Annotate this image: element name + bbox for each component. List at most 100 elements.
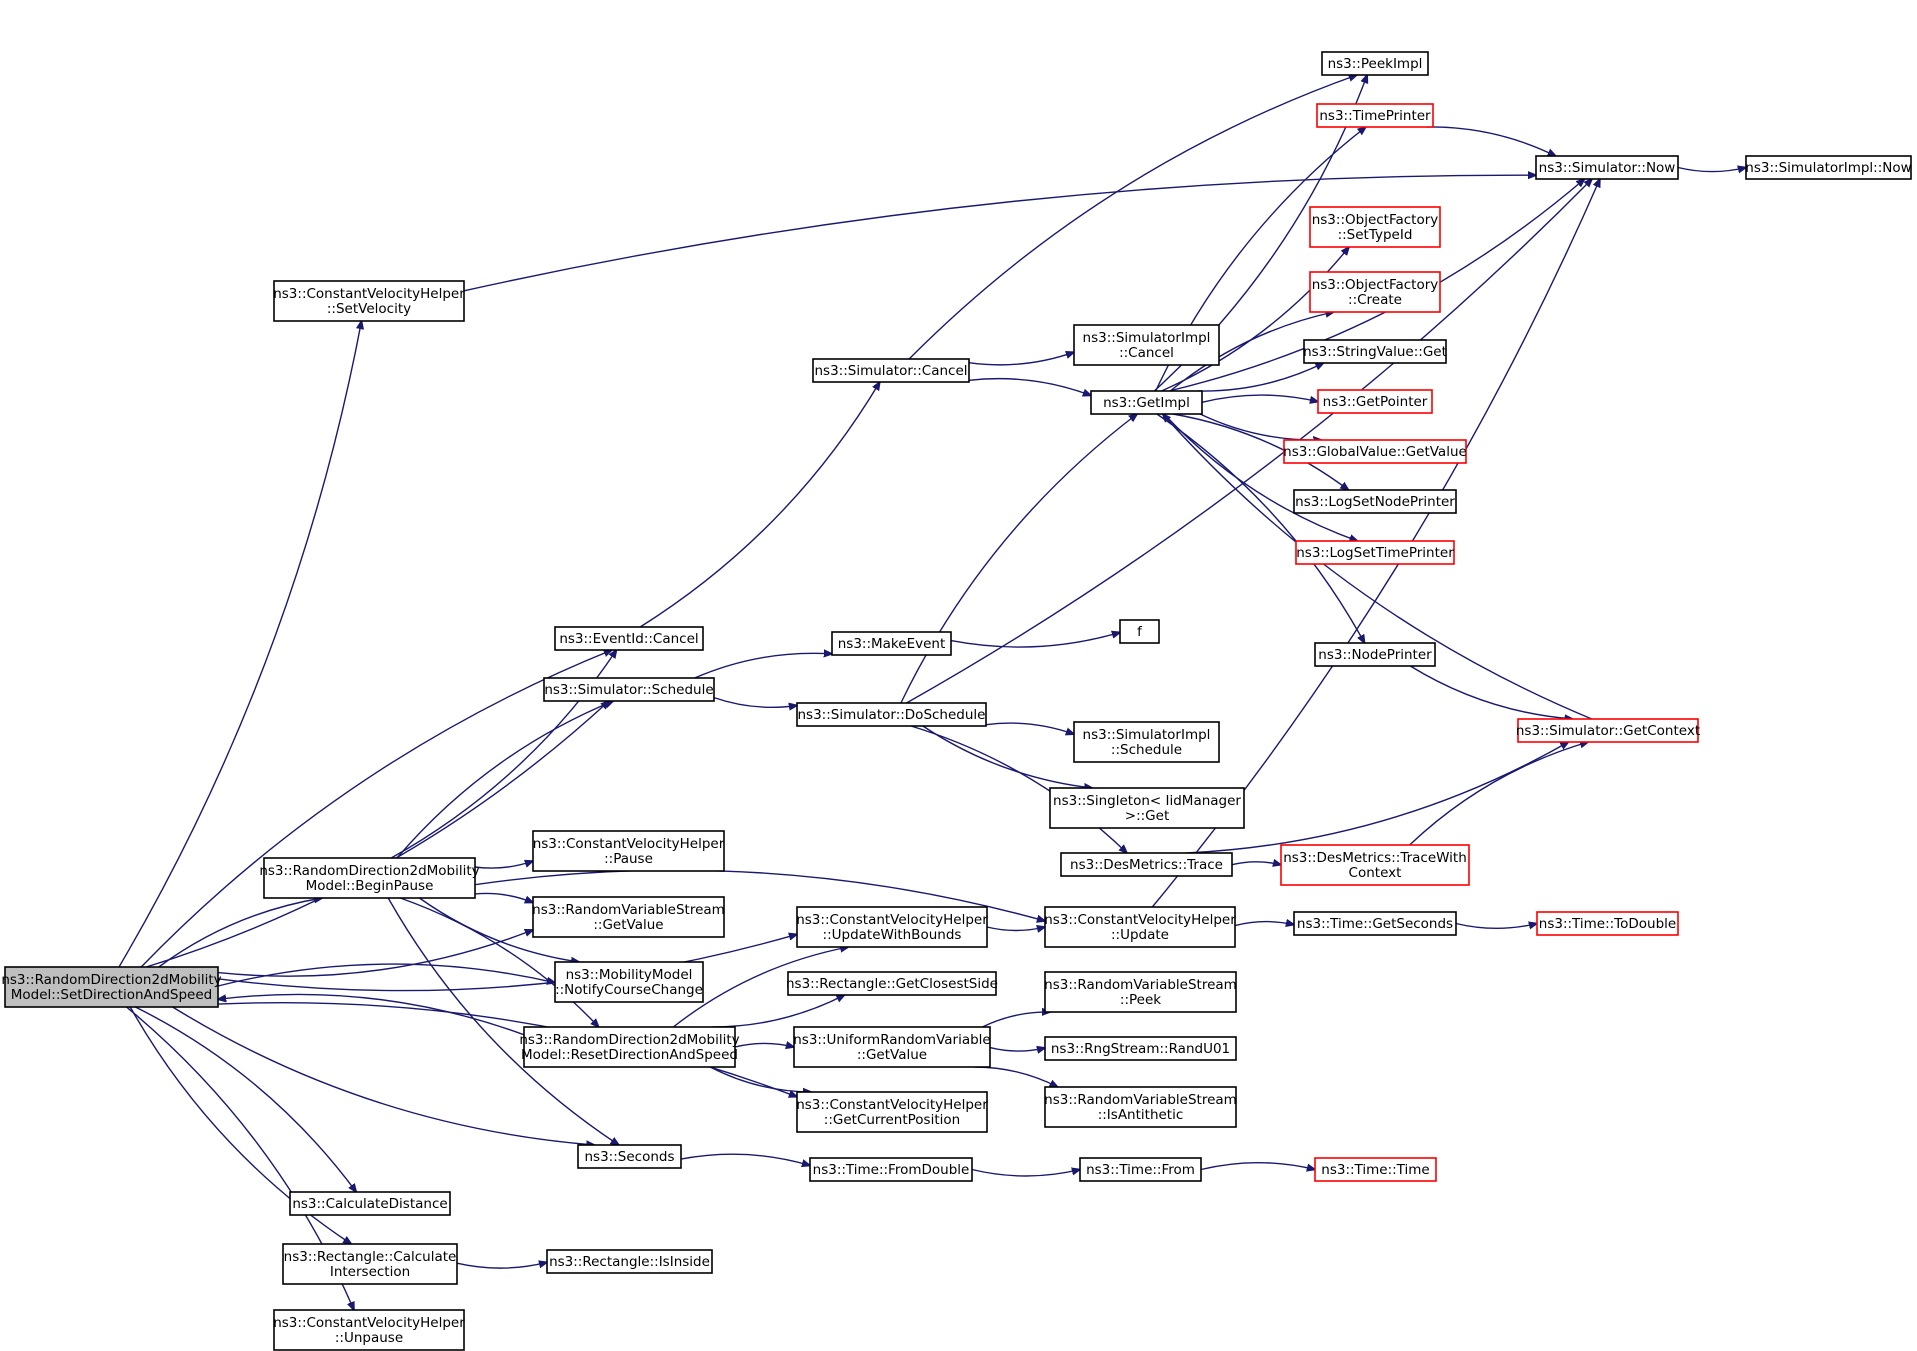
node-peekimpl[interactable]: ns3::PeekImpl	[1321, 51, 1429, 76]
node-nodeprinter[interactable]: ns3::NodePrinter	[1314, 642, 1436, 667]
node-label: ns3::Time::ToDouble	[1539, 916, 1676, 932]
node-label: ns3::RandomVariableStream	[532, 902, 725, 918]
node-box	[1314, 1157, 1437, 1182]
edge-getimpl-to-of-settypeid	[1161, 247, 1350, 392]
node-sim-cancel[interactable]: ns3::Simulator::Cancel	[812, 358, 970, 383]
node-rvs-getvalue[interactable]: ns3::RandomVariableStream::GetValue	[532, 896, 725, 938]
edge-cvh-update-to-time-getseconds	[1234, 922, 1294, 926]
edge-begin-pause-to-cvh-pause	[474, 861, 533, 869]
node-stringvalue-get[interactable]: ns3::StringValue::Get	[1303, 339, 1447, 364]
node-cvh-unpause[interactable]: ns3::ConstantVelocityHelper::Unpause	[273, 1309, 465, 1351]
node-time-from[interactable]: ns3::Time::From	[1079, 1157, 1202, 1182]
node-cvh-pause[interactable]: ns3::ConstantVelocityHelper::Pause	[532, 830, 725, 872]
node-seconds[interactable]: ns3::Seconds	[577, 1144, 682, 1169]
edge-sim-schedule-to-make-event	[694, 653, 832, 679]
node-label: ns3::Simulator::Now	[1539, 160, 1676, 176]
node-label: ns3::DesMetrics::Trace	[1070, 857, 1223, 873]
edge-getimpl-to-nodeprinter	[1156, 413, 1365, 643]
node-logsettimeprinter[interactable]: ns3::LogSetTimePrinter	[1295, 540, 1455, 565]
node-rect-isinside[interactable]: ns3::Rectangle::IsInside	[546, 1249, 713, 1274]
node-label: ns3::MakeEvent	[838, 636, 946, 652]
node-logsetnodeprinter[interactable]: ns3::LogSetNodePrinter	[1293, 489, 1457, 514]
node-box	[546, 1249, 713, 1274]
node-label: ns3::Simulator::Schedule	[544, 682, 713, 698]
node-calc-dist[interactable]: ns3::CalculateDistance	[289, 1191, 451, 1216]
node-box	[273, 280, 465, 322]
node-gv-getvalue[interactable]: ns3::GlobalValue::GetValue	[1283, 439, 1467, 464]
node-box	[577, 1144, 682, 1169]
node-desm-trace[interactable]: ns3::DesMetrics::Trace	[1060, 852, 1233, 877]
node-cvh-setvel[interactable]: ns3::ConstantVelocityHelper::SetVelocity	[273, 280, 465, 322]
node-rvs-peek[interactable]: ns3::RandomVariableStream::Peek	[1044, 971, 1237, 1013]
node-cvh-update[interactable]: ns3::ConstantVelocityHelper::Update	[1044, 906, 1236, 948]
node-label: ns3::RandomDirection2dMobility	[1, 972, 221, 988]
edge-reset-dir-to-cvh-getpos	[709, 1066, 811, 1092]
node-box	[1044, 1036, 1237, 1061]
node-time-time[interactable]: ns3::Time::Time	[1314, 1157, 1437, 1182]
node-timeprinter[interactable]: ns3::TimePrinter	[1316, 103, 1434, 128]
node-label: ns3::DesMetrics::TraceWith	[1283, 850, 1467, 866]
node-label: ns3::Singleton< IidManager	[1053, 793, 1241, 809]
node-label: ns3::Rectangle::GetClosestSide	[786, 976, 998, 992]
edge-cvh-updbounds-to-cvh-update	[986, 927, 1045, 931]
edge-getimpl-to-logsettimeprinter	[1163, 413, 1358, 541]
node-cvh-getpos[interactable]: ns3::ConstantVelocityHelper::GetCurrentP…	[796, 1091, 988, 1133]
node-sim-getcontext[interactable]: ns3::Simulator::GetContext	[1516, 718, 1700, 743]
node-rvs-isanti[interactable]: ns3::RandomVariableStream::IsAntithetic	[1044, 1086, 1237, 1128]
edge-root-to-cvh-setvel	[118, 321, 362, 968]
edge-root-to-begin-pause	[158, 898, 322, 968]
edge-getimpl-to-getpointer	[1201, 394, 1318, 402]
node-reset-dir[interactable]: ns3::RandomDirection2dMobilityModel::Res…	[519, 1026, 740, 1068]
node-sim-doschedule[interactable]: ns3::Simulator::DoSchedule	[796, 702, 987, 727]
node-of-create[interactable]: ns3::ObjectFactory::Create	[1309, 271, 1441, 313]
node-label: ns3::ConstantVelocityHelper	[1044, 912, 1236, 928]
node-label: f	[1137, 624, 1143, 640]
node-urv-getvalue[interactable]: ns3::UniformRandomVariable::GetValue	[793, 1026, 991, 1068]
node-eventid-cancel[interactable]: ns3::EventId::Cancel	[554, 626, 704, 651]
node-simimpl-schedule[interactable]: ns3::SimulatorImpl::Schedule	[1073, 721, 1220, 763]
node-simimpl-cancel[interactable]: ns3::SimulatorImpl::Cancel	[1073, 324, 1220, 366]
node-rng-randu01[interactable]: ns3::RngStream::RandU01	[1044, 1036, 1237, 1061]
node-rect-closest[interactable]: ns3::Rectangle::GetClosestSide	[786, 971, 998, 996]
node-mm-notify[interactable]: ns3::MobilityModel::NotifyCourseChange	[554, 961, 704, 1003]
node-time-todouble[interactable]: ns3::Time::ToDouble	[1536, 911, 1679, 936]
node-make-event[interactable]: ns3::MakeEvent	[831, 631, 952, 656]
edge-sim-schedule-to-sim-doschedule	[713, 696, 797, 708]
edge-time-from-to-time-time	[1200, 1162, 1315, 1170]
node-sim-now[interactable]: ns3::Simulator::Now	[1535, 155, 1679, 180]
node-of-settypeid[interactable]: ns3::ObjectFactory::SetTypeId	[1309, 206, 1441, 248]
edge-sim-doschedule-to-singleton-get	[922, 725, 1092, 788]
node-sim-schedule[interactable]: ns3::Simulator::Schedule	[543, 677, 715, 702]
node-box	[796, 1091, 988, 1133]
node-box	[1073, 721, 1220, 763]
edge-reset-dir-to-root	[218, 993, 525, 1036]
node-box	[1044, 971, 1237, 1013]
node-label: Intersection	[330, 1264, 410, 1280]
node-label: ns3::TimePrinter	[1319, 108, 1431, 124]
node-label: ns3::Time::GetSeconds	[1297, 916, 1453, 932]
node-label: ::Create	[1348, 292, 1402, 308]
node-label: ns3::ObjectFactory	[1312, 277, 1439, 293]
node-begin-pause[interactable]: ns3::RandomDirection2dMobilityModel::Beg…	[259, 857, 480, 899]
node-time-getseconds[interactable]: ns3::Time::GetSeconds	[1293, 911, 1457, 936]
node-label: ns3::GetPointer	[1323, 394, 1428, 410]
node-getimpl[interactable]: ns3::GetImpl	[1090, 390, 1203, 415]
node-box	[809, 1157, 973, 1182]
edge-time-getseconds-to-time-todouble	[1455, 924, 1537, 929]
edge-sim-doschedule-to-sim-now	[906, 179, 1593, 704]
node-f[interactable]: f	[1119, 619, 1160, 644]
node-label: ::SetVelocity	[327, 301, 411, 317]
node-time-fromdouble[interactable]: ns3::Time::FromDouble	[809, 1157, 973, 1182]
node-simimpl-now[interactable]: ns3::SimulatorImpl::Now	[1745, 155, 1912, 180]
node-getpointer[interactable]: ns3::GetPointer	[1317, 389, 1433, 414]
node-label: ns3::RandomDirection2dMobility	[519, 1032, 739, 1048]
node-box	[523, 1026, 736, 1068]
node-cvh-updbounds[interactable]: ns3::ConstantVelocityHelper::UpdateWithB…	[796, 906, 988, 948]
node-singleton-get[interactable]: ns3::Singleton< IidManager >::Get	[1049, 787, 1245, 829]
node-label: >::Get	[1125, 808, 1169, 824]
node-label: ::Schedule	[1111, 742, 1182, 758]
node-box	[282, 1243, 458, 1285]
